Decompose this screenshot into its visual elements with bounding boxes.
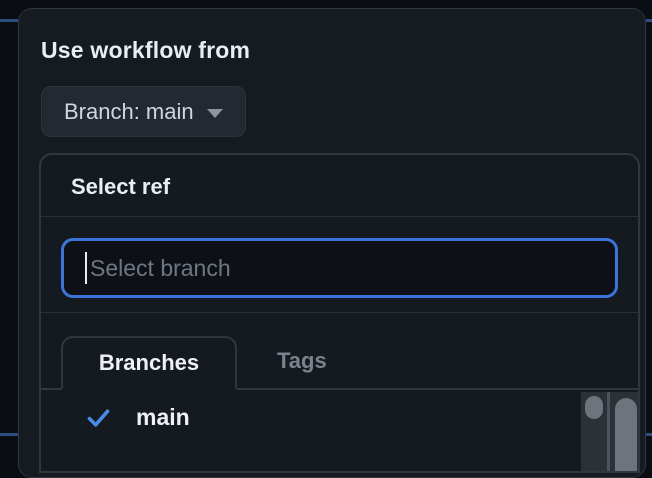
use-workflow-from-title: Use workflow from	[41, 37, 251, 63]
ref-menu-header: Select ref	[41, 155, 638, 217]
tab-tags[interactable]: Tags	[237, 334, 367, 388]
caret-down-icon	[206, 108, 223, 118]
check-icon	[87, 409, 110, 427]
list-item-main[interactable]: main	[41, 390, 638, 445]
scrollbar-seam	[607, 392, 610, 471]
select-ref-title: Select ref	[71, 174, 171, 199]
tab-branches[interactable]: Branches	[61, 336, 237, 390]
ref-list: main	[41, 390, 638, 445]
menu-scrollbar-thumb[interactable]	[615, 398, 637, 471]
branch-selector-button[interactable]: Branch: main	[41, 86, 246, 137]
ref-filter-section	[41, 217, 638, 313]
run-workflow-popover: Use workflow from Branch: main Select re…	[18, 8, 646, 478]
ref-tabs: Branches Tags	[41, 313, 638, 390]
list-scrollbar-thumb[interactable]	[585, 396, 603, 419]
ref-select-menu: Select ref Branches Tags main	[39, 153, 640, 473]
text-cursor	[85, 252, 87, 284]
ref-item-label: main	[136, 404, 190, 430]
branch-selector-label: Branch: main	[64, 98, 194, 124]
ref-filter-input[interactable]	[61, 238, 618, 298]
